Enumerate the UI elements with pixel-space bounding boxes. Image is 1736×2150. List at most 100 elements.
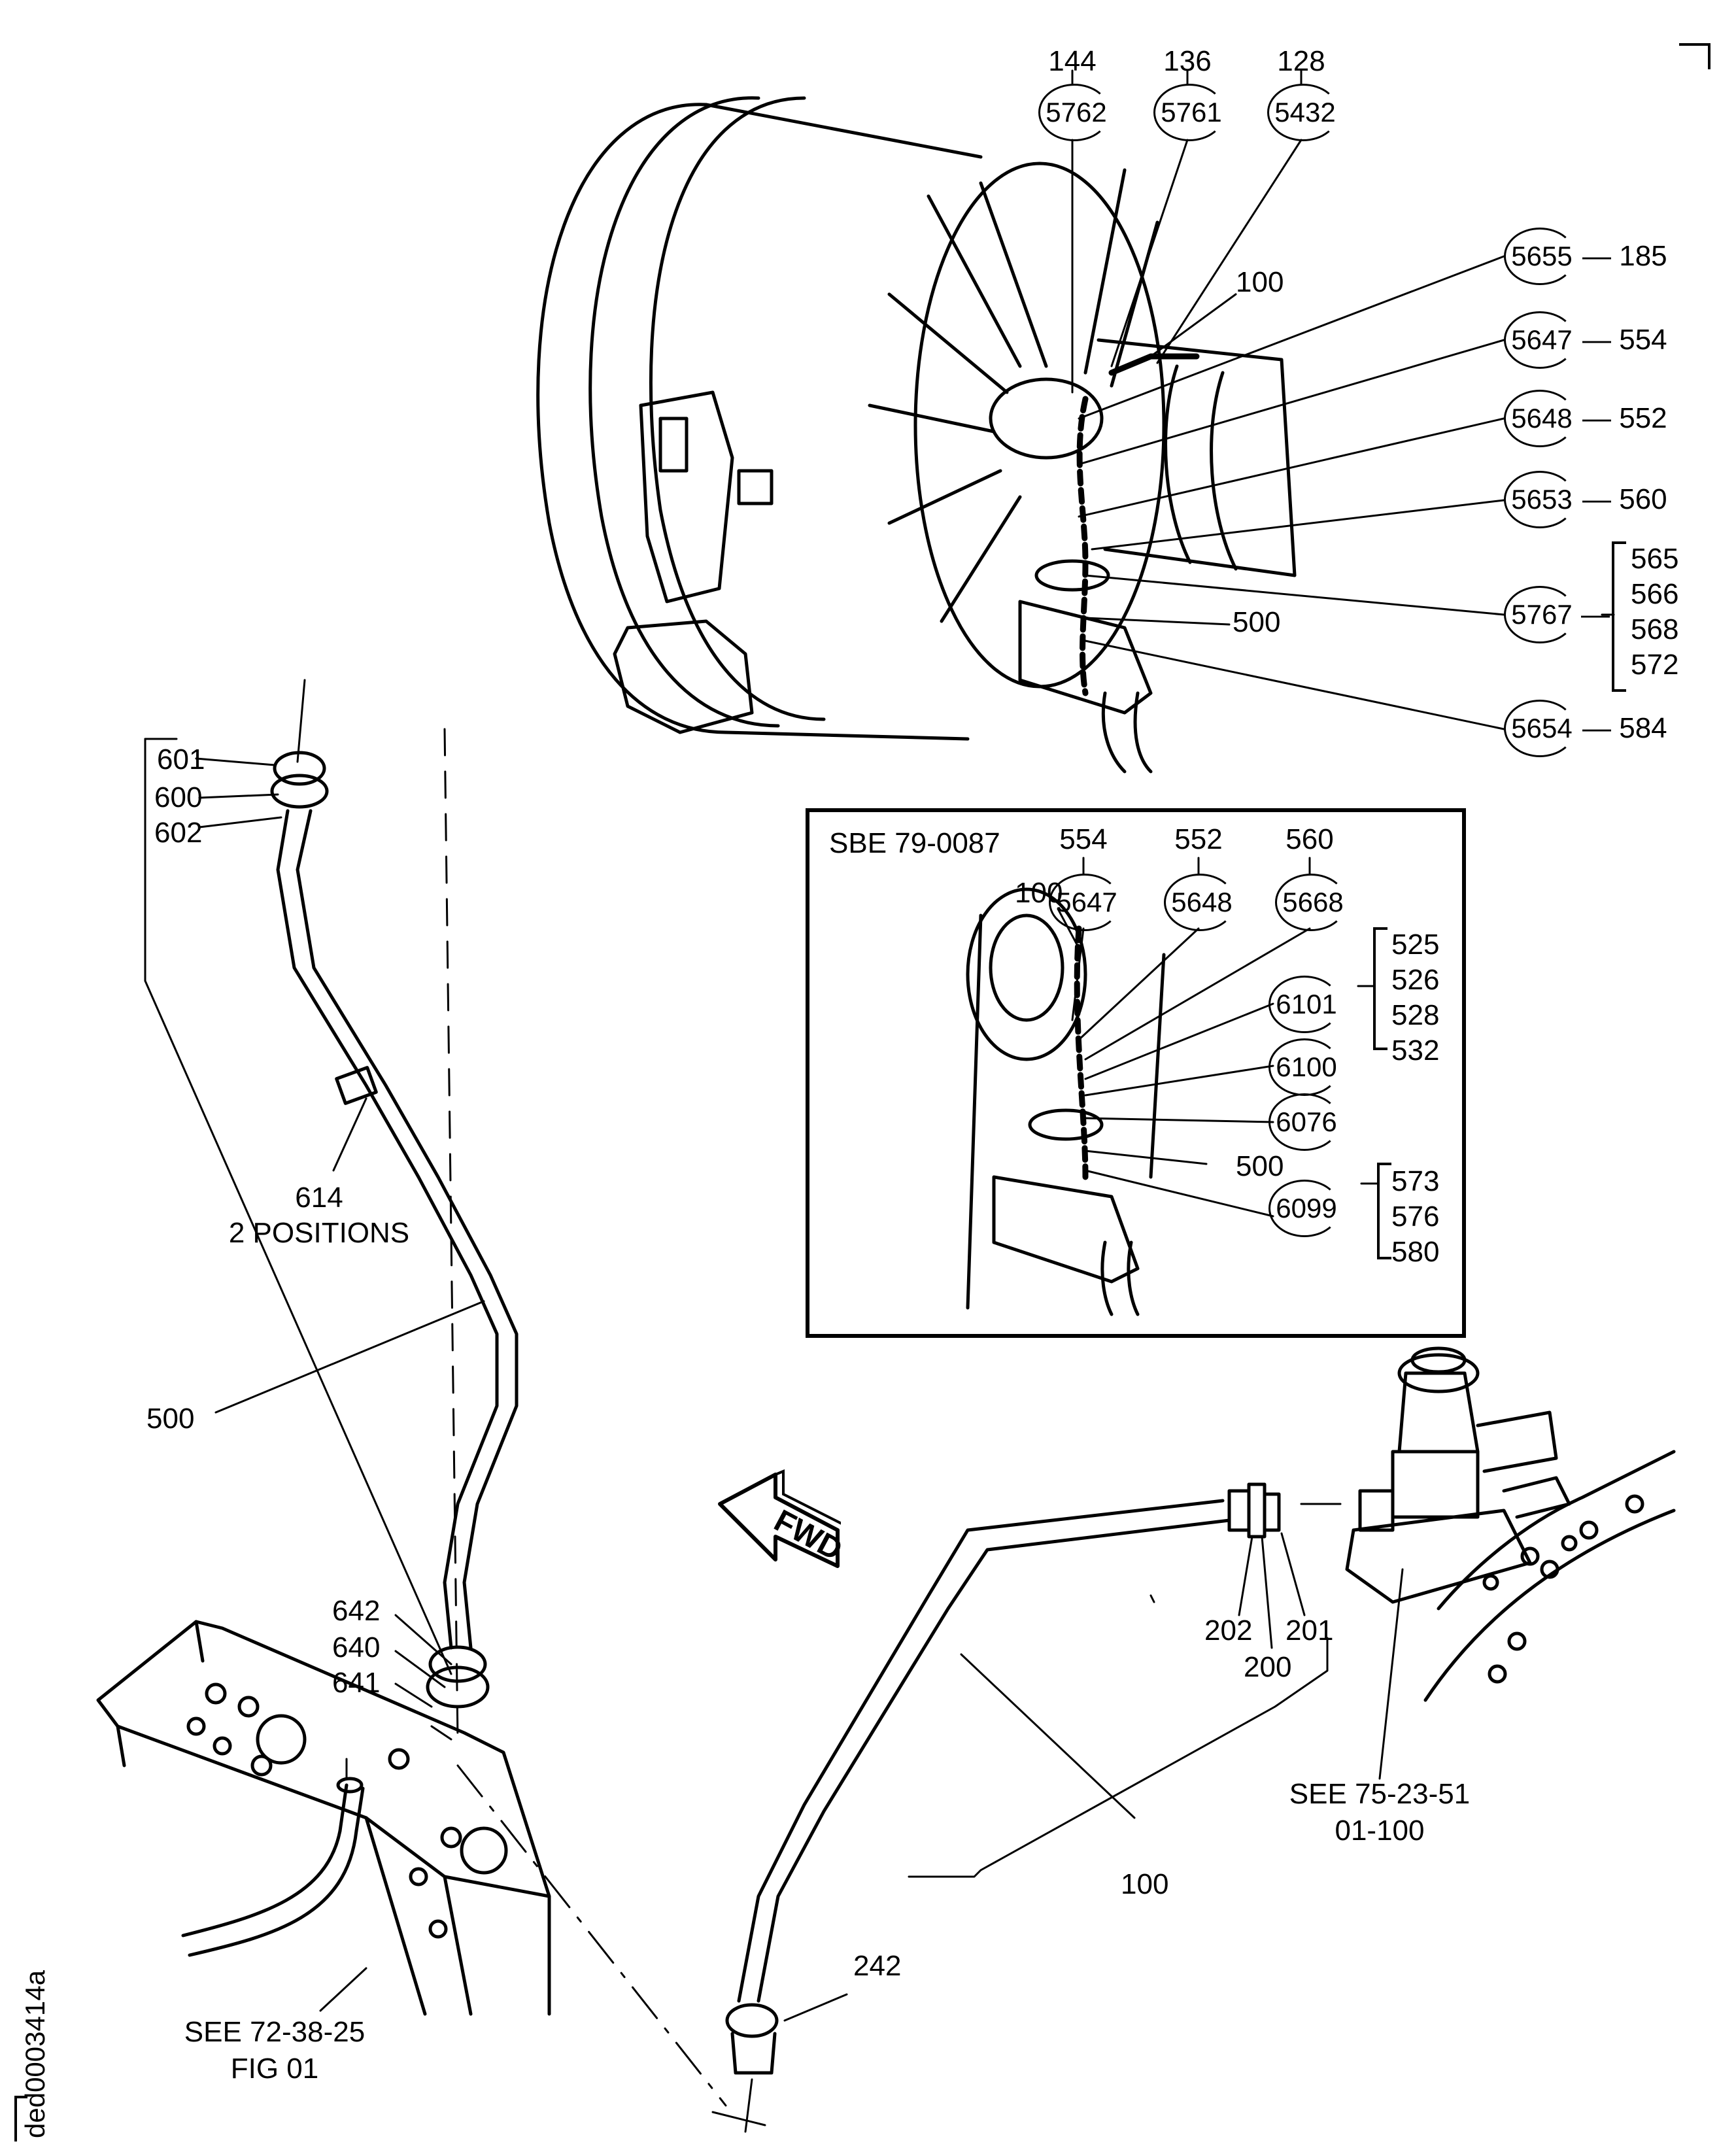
- callout-ref: 5761: [1161, 97, 1222, 128]
- item-number: 560: [1285, 823, 1334, 855]
- callout-ref: 5654: [1511, 713, 1573, 743]
- callout-ref: 5767: [1511, 599, 1573, 630]
- item-number: 614: [295, 1182, 343, 1214]
- item-number: 572: [1631, 649, 1679, 681]
- group-items: 573 576 580: [1391, 1164, 1439, 1270]
- group-bracket: [1377, 1163, 1391, 1259]
- reference-link[interactable]: SEE 75-23-51: [1289, 1778, 1471, 1810]
- document-id: ded0003414a: [20, 1970, 50, 2138]
- item-number: 565: [1631, 543, 1679, 575]
- right-pipe-drawing: [711, 1346, 1676, 2133]
- callout-ref: 5648: [1171, 887, 1233, 917]
- group-items: 565 566 568 572: [1631, 541, 1678, 683]
- item-value: 554: [1619, 324, 1667, 356]
- dash: —: [1581, 598, 1610, 630]
- callout-ref: 6099: [1276, 1193, 1337, 1223]
- inset-frame: [806, 808, 1466, 1338]
- pipe-label: 100: [1236, 266, 1284, 298]
- reference-link[interactable]: 01-100: [1335, 1815, 1425, 1847]
- left-view-leaders: [144, 728, 485, 2012]
- item-number: — 552: [1582, 402, 1667, 434]
- callout-ref: 5668: [1282, 887, 1344, 917]
- item-number: 600: [154, 781, 203, 813]
- item-value: 552: [1619, 402, 1667, 434]
- item-number: 602: [154, 817, 203, 849]
- group-items: 525 526 528 532: [1391, 927, 1439, 1068]
- callout-ref: 5653: [1511, 484, 1573, 515]
- item-number: 200: [1244, 1651, 1292, 1683]
- callout-ref: 5648: [1511, 403, 1573, 434]
- callout-bubble[interactable]: 5668: [1275, 874, 1347, 931]
- callout-bubble[interactable]: 6100: [1268, 1038, 1340, 1096]
- callout-ref: 5655: [1511, 241, 1573, 271]
- callout-bubble[interactable]: 5647: [1504, 311, 1576, 369]
- item-number: — 560: [1582, 483, 1667, 515]
- right-view-leaders: [783, 1532, 1404, 2022]
- tube-label: 500: [1236, 1150, 1284, 1182]
- group-bracket: [1373, 927, 1387, 1050]
- clamp-note: 2 POSITIONS: [228, 1217, 410, 1249]
- inset-drawing: [966, 887, 1166, 1316]
- inset-title: SBE 79-0087: [829, 827, 1000, 859]
- item-number: 641: [332, 1667, 381, 1699]
- callout-bubble[interactable]: 5655: [1504, 228, 1576, 285]
- callout-bubble[interactable]: 5654: [1504, 700, 1576, 757]
- callout-bubble[interactable]: 5767: [1504, 586, 1576, 643]
- item-number: 201: [1285, 1614, 1334, 1647]
- item-number: 601: [157, 743, 205, 776]
- page-corner-mark: [1679, 43, 1710, 69]
- fwd-arrow-icon: FWD: [710, 1439, 848, 1573]
- callout-bubble[interactable]: 5761: [1153, 84, 1225, 141]
- callout-bubble[interactable]: 6099: [1268, 1180, 1340, 1237]
- item-number: 525: [1391, 929, 1440, 961]
- callout-bubble[interactable]: 5432: [1267, 84, 1339, 141]
- callout-ref: 5762: [1046, 97, 1107, 128]
- callout-bubble[interactable]: 5648: [1164, 874, 1236, 931]
- reference-link[interactable]: SEE 72-38-25: [184, 2016, 366, 2048]
- item-value: 560: [1619, 483, 1667, 515]
- item-number: 573: [1391, 1165, 1440, 1197]
- item-number: 576: [1391, 1201, 1440, 1233]
- main-view-leaders: [1071, 69, 1615, 730]
- doc-corner-mark: [14, 2096, 27, 2141]
- item-number: 128: [1277, 45, 1325, 77]
- item-value: 584: [1619, 712, 1667, 744]
- item-number: 552: [1174, 823, 1223, 855]
- item-number: 640: [332, 1631, 381, 1664]
- callout-ref: 5647: [1056, 887, 1117, 917]
- callout-bubble[interactable]: 5648: [1504, 390, 1576, 447]
- callout-ref: 5647: [1511, 324, 1573, 355]
- item-number: 568: [1631, 613, 1679, 645]
- tube-label: 500: [1233, 606, 1281, 638]
- tube-label: 500: [146, 1403, 195, 1435]
- item-number: 136: [1163, 45, 1212, 77]
- item-number: 532: [1391, 1034, 1440, 1066]
- item-number: — 554: [1582, 324, 1667, 356]
- item-number: 202: [1204, 1614, 1253, 1647]
- item-number: 642: [332, 1595, 381, 1627]
- item-number: 554: [1059, 823, 1108, 855]
- pipe-label: 100: [1121, 1868, 1169, 1900]
- callout-bubble[interactable]: 6101: [1268, 976, 1340, 1033]
- item-number: — 584: [1582, 712, 1667, 744]
- callout-bubble[interactable]: 5647: [1049, 874, 1121, 931]
- item-number: 144: [1048, 45, 1097, 77]
- engine-drawing: [536, 96, 1297, 774]
- callout-bubble[interactable]: 5762: [1038, 84, 1110, 141]
- callout-bubble[interactable]: 6076: [1268, 1093, 1340, 1151]
- callout-ref: 6101: [1276, 989, 1337, 1019]
- callout-ref: 6100: [1276, 1051, 1337, 1082]
- callout-ref: 5432: [1274, 97, 1336, 128]
- item-number: 580: [1391, 1236, 1440, 1268]
- item-number: 528: [1391, 999, 1440, 1031]
- item-number: 566: [1631, 578, 1679, 610]
- item-number: 242: [853, 1950, 902, 1982]
- callout-bubble[interactable]: 5653: [1504, 471, 1576, 528]
- group-bracket: [1612, 541, 1626, 692]
- item-number: — 185: [1582, 240, 1667, 272]
- reference-link[interactable]: FIG 01: [230, 2053, 319, 2085]
- inset-leaders: [1057, 857, 1378, 1218]
- item-number: 526: [1391, 964, 1440, 996]
- item-value: 185: [1619, 240, 1667, 272]
